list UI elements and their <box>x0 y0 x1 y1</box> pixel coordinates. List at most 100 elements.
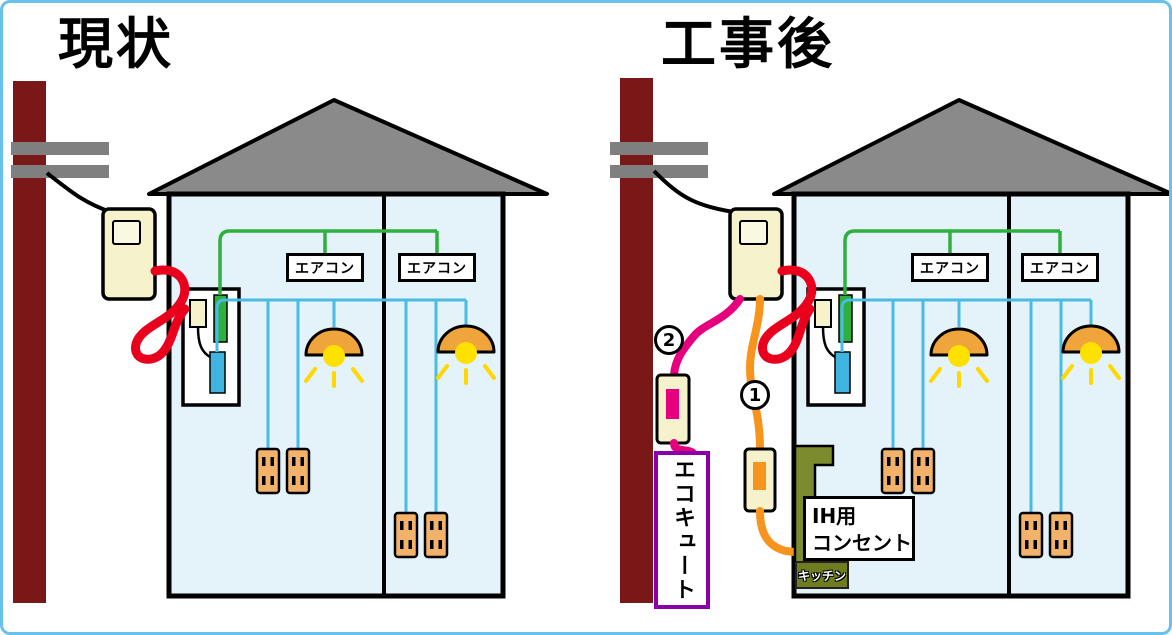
wall-outlet <box>423 511 449 559</box>
outlet-slot <box>270 476 274 485</box>
light-ray <box>1061 364 1074 380</box>
panel-meter-unit <box>814 299 832 328</box>
ih-outlet-label: IH用 コンセント <box>803 496 915 561</box>
light-ray <box>304 367 317 383</box>
panel-breaker-cyan <box>209 351 226 394</box>
utility-pole <box>13 81 46 603</box>
outlet-slot <box>438 540 442 549</box>
crossarm-top <box>610 142 708 155</box>
meter-window <box>112 220 141 245</box>
outlet-slot <box>1033 521 1037 530</box>
ecocute-label: エコキュート <box>654 451 710 609</box>
outlet-slot <box>400 540 404 549</box>
outlet-slot <box>895 476 899 485</box>
outlet-slot <box>917 476 921 485</box>
outlet-slot <box>887 457 891 466</box>
outlet-slot <box>925 457 929 466</box>
meter-window <box>739 220 768 245</box>
cyan-circuit-main <box>215 298 466 352</box>
light-ray <box>929 367 942 383</box>
panel-meter-unit <box>189 299 207 328</box>
outlet-slot <box>292 476 296 485</box>
panel-internal-wire <box>196 326 211 359</box>
outlet-slot <box>438 521 442 530</box>
outlet-slot <box>917 457 921 466</box>
outlet-body <box>255 447 281 495</box>
light-ray <box>351 367 364 383</box>
aircon-label-right-room1: エアコン <box>911 253 989 282</box>
outlet-slot <box>300 476 304 485</box>
aircon-label-left-room1: エアコン <box>286 253 364 282</box>
outlet-slot <box>262 476 266 485</box>
outlet-slot <box>262 457 266 466</box>
wall-outlet <box>393 511 419 559</box>
green-circuit-main <box>218 229 437 295</box>
left-title: 現状 <box>58 12 175 76</box>
panel-internal-wire <box>821 326 836 359</box>
light-bulb <box>1080 342 1102 364</box>
outlet-slot <box>430 521 434 530</box>
lamp-shade <box>304 327 364 357</box>
ih-outlet-label-line2: コンセント <box>812 531 912 555</box>
wall-outlet <box>255 447 281 495</box>
wall-outlet <box>1048 511 1074 559</box>
outlet-body <box>880 447 906 495</box>
ecocute-breaker-switch <box>666 389 679 419</box>
service-drop-wire <box>45 171 114 215</box>
ceiling-light <box>929 327 989 388</box>
outlet-body <box>1048 511 1074 559</box>
light-bulb <box>455 342 477 364</box>
outlet-body <box>423 511 449 559</box>
red-service-cable <box>131 265 190 364</box>
outlet-slot <box>1025 540 1029 549</box>
light-ray <box>976 367 989 383</box>
outlet-body <box>393 511 419 559</box>
magenta-cable-to-ecocute-breaker <box>670 295 744 379</box>
lamp-shade <box>436 324 496 354</box>
outlet-slot <box>270 457 274 466</box>
outlet-slot <box>1055 540 1059 549</box>
green-circuit-main <box>843 229 1060 295</box>
crossarm-top <box>11 142 109 155</box>
wall-outlet <box>880 447 906 495</box>
light-ray <box>483 364 496 380</box>
panel-breaker-cyan <box>834 351 851 394</box>
outlet-slot <box>1063 521 1067 530</box>
outlet-slot <box>300 457 304 466</box>
cyan-circuit-main <box>840 298 1091 352</box>
aircon-label-right-room2: エアコン <box>1021 253 1099 282</box>
outlet-slot <box>895 457 899 466</box>
outlet-body <box>285 447 311 495</box>
service-drop-wire <box>652 169 741 215</box>
light-ray <box>1108 364 1121 380</box>
outlet-slot <box>430 540 434 549</box>
step-1-badge: 1 <box>740 380 770 410</box>
right-title: 工事後 <box>661 12 836 76</box>
aircon-label-left-room2: エアコン <box>398 253 476 282</box>
house-roof <box>772 98 1169 196</box>
light-bulb <box>948 345 970 367</box>
light-ray <box>436 364 449 380</box>
kitchen-label: キッチン <box>795 561 849 589</box>
outlet-slot <box>400 521 404 530</box>
ih-outlet-label-line1: IH用 <box>812 504 857 528</box>
outlet-slot <box>925 476 929 485</box>
outlet-slot <box>292 457 296 466</box>
utility-pole <box>620 78 653 603</box>
outlet-slot <box>1033 540 1037 549</box>
crossarm-bottom <box>11 165 109 178</box>
wall-outlet <box>285 447 311 495</box>
ceiling-light <box>1061 324 1121 385</box>
orange-cable-to-ih-breaker <box>745 295 764 453</box>
ih-breaker-switch <box>753 462 766 490</box>
ceiling-light <box>304 327 364 388</box>
outlet-slot <box>887 476 891 485</box>
house-roof <box>147 98 549 196</box>
wiring-diagram-svg <box>11 78 1169 603</box>
outlet-slot <box>1025 521 1029 530</box>
outlet-body <box>910 447 936 495</box>
left-diagram <box>11 81 549 603</box>
red-service-cable <box>758 265 817 364</box>
outlet-slot <box>1055 521 1059 530</box>
